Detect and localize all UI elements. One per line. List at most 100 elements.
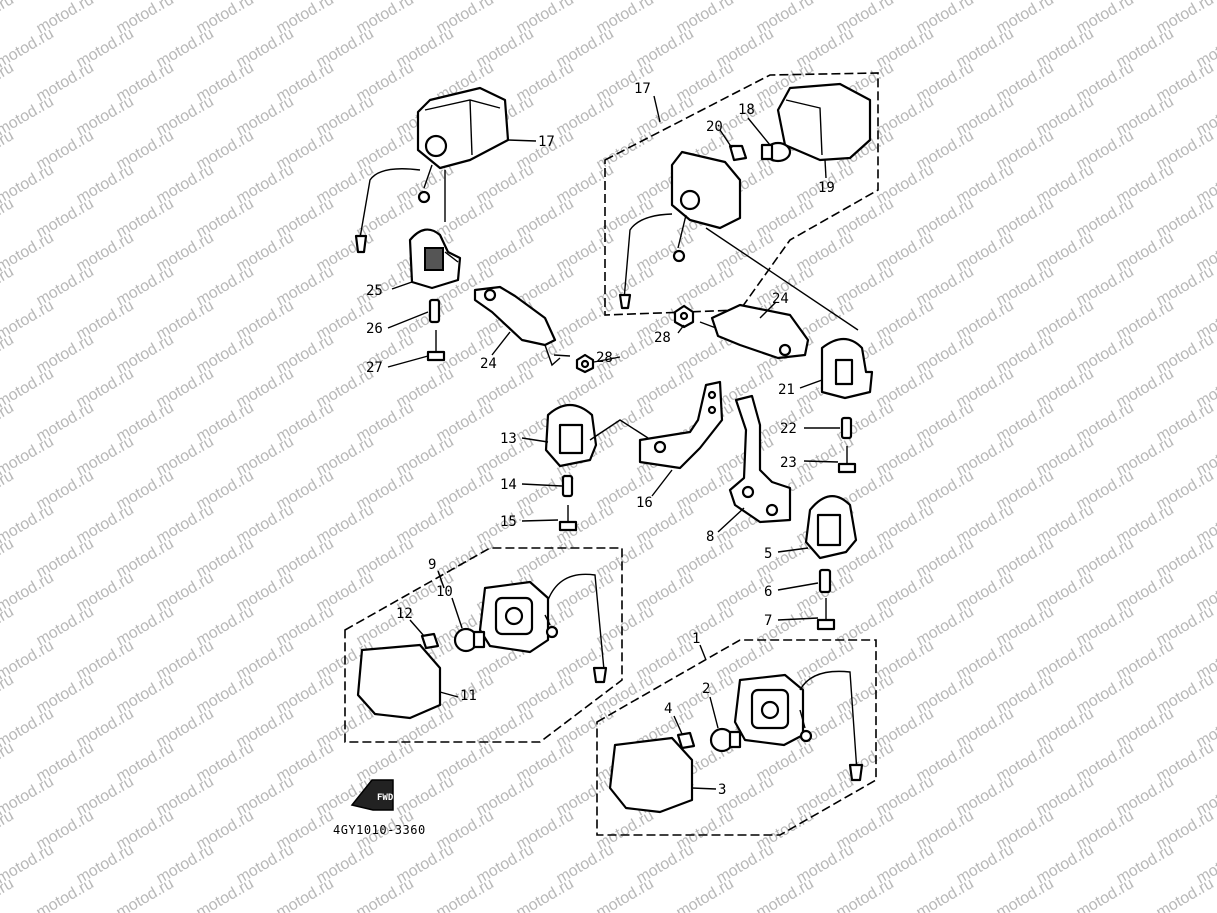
- callout-19: 19: [818, 180, 835, 196]
- collar-part-6: [818, 568, 832, 594]
- watermark-text: motod.ru: [114, 875, 177, 913]
- callout-23: 23: [780, 455, 797, 471]
- watermark-text: motod.ru: [994, 875, 1057, 913]
- diagram-code: 4GY1010-3360: [333, 823, 426, 837]
- watermark-text: motod.ru: [274, 875, 337, 913]
- bracket-part-16: [638, 380, 724, 470]
- callout-8: 8: [706, 529, 714, 545]
- watermark-text: motod.ru: [0, 59, 17, 105]
- callout-3: 3: [718, 782, 726, 798]
- callout-15: 15: [500, 514, 517, 530]
- watermark-text: motod.ru: [0, 875, 17, 913]
- watermark-text: motod.ru: [0, 603, 17, 649]
- flasher-assembly-rear-right: [733, 670, 864, 782]
- lens-part-11: [356, 643, 442, 720]
- collar-part-22: [840, 416, 853, 440]
- flasher-assembly-front-left: [354, 86, 510, 254]
- callout-12: 12: [396, 606, 413, 622]
- watermark-text: motod.ru: [434, 875, 497, 913]
- collar-part-14: [561, 474, 574, 498]
- bolt-part-7: [816, 598, 836, 631]
- watermark-text: motod.ru: [674, 875, 737, 913]
- nut-part-28-left: [575, 353, 595, 374]
- callout-26: 26: [366, 321, 383, 337]
- callout-2: 2: [702, 681, 710, 697]
- watermark-text: motod.ru: [34, 875, 97, 913]
- callout-9: 9: [428, 557, 436, 573]
- bulb-part-10: [453, 627, 486, 653]
- watermark-text: motod.ru: [0, 671, 17, 717]
- bolt-part-27: [426, 330, 446, 362]
- callout-1: 1: [692, 631, 700, 647]
- clip-part-20: [728, 144, 748, 162]
- watermark-text: motod.ru: [594, 875, 657, 913]
- callout-6: 6: [764, 584, 772, 600]
- callout-20: 20: [706, 119, 723, 135]
- callout-24: 24: [480, 356, 497, 372]
- watermark-text: motod.ru: [0, 535, 17, 581]
- watermark-text: motod.ru: [0, 399, 17, 445]
- callout-28: 28: [654, 330, 671, 346]
- assembly-outline-17: [604, 72, 879, 316]
- watermark-text: motod.ru: [514, 875, 577, 913]
- watermark-text: motod.ru: [0, 263, 17, 309]
- watermark-text: motod.ru: [1154, 875, 1217, 913]
- callout-16: 16: [636, 495, 653, 511]
- watermark-text: motod.ru: [0, 0, 17, 37]
- callout-10: 10: [436, 584, 453, 600]
- watermark-text: motod.ru: [0, 195, 17, 241]
- holder-part-13: [544, 403, 649, 468]
- watermark-text: motod.ru: [834, 875, 897, 913]
- callout-22: 22: [780, 421, 797, 437]
- clip-part-12: [420, 632, 440, 650]
- watermark-text: motod.ru: [0, 807, 17, 853]
- callout-18: 18: [738, 102, 755, 118]
- holder-part-25: [408, 228, 462, 290]
- bulb-part-2: [709, 727, 742, 753]
- callout-17: 17: [634, 81, 651, 97]
- flasher-assembly-rear-left: [478, 573, 608, 684]
- callout-24: 24: [772, 291, 789, 307]
- bolt-part-23: [837, 446, 857, 474]
- collar-part-26: [428, 298, 441, 324]
- callout-27: 27: [366, 360, 383, 376]
- callout-25: 25: [366, 283, 383, 299]
- callout-21: 21: [778, 382, 795, 398]
- flasher-assembly-front-right: [618, 150, 742, 310]
- watermark-text: motod.ru: [0, 467, 17, 513]
- callout-4: 4: [664, 701, 672, 717]
- leader-lines: [387, 95, 840, 790]
- callout-7: 7: [764, 613, 772, 629]
- holder-part-21: [820, 337, 874, 400]
- holder-part-5: [804, 495, 858, 560]
- stay-part-24-right: [699, 303, 810, 360]
- stay-part-24-left: [473, 285, 571, 367]
- watermark-text: motod.ru: [0, 739, 17, 785]
- callout-28: 28: [596, 350, 613, 366]
- callout-11: 11: [460, 688, 477, 704]
- callout-labels: 17 17 18 20 19 25 26 27 24 28 28 24 21 2…: [366, 81, 835, 798]
- callout-14: 14: [500, 477, 517, 493]
- clip-part-4: [676, 731, 696, 750]
- watermark-text: motod.ru: [754, 875, 817, 913]
- lens-part-3: [608, 736, 694, 814]
- bulb-part-18: [760, 141, 792, 163]
- watermark-text: motod.ru: [194, 875, 257, 913]
- assembly-outline-1: [596, 639, 877, 836]
- callout-17: 17: [538, 134, 555, 150]
- watermark-text: motod.ru: [0, 331, 17, 377]
- lens-part-19: [776, 82, 872, 162]
- fwd-label: FWD: [377, 793, 394, 803]
- watermark-text: motod.ru: [354, 875, 417, 913]
- fwd-arrow-icon: FWD: [350, 779, 394, 811]
- bolt-part-15: [558, 505, 578, 532]
- callout-13: 13: [500, 431, 517, 447]
- nut-part-28-right: [673, 304, 695, 329]
- bracket-part-8: [728, 394, 792, 524]
- watermark-text: motod.ru: [1074, 875, 1137, 913]
- watermark-text: motod.ru: [914, 875, 977, 913]
- assembly-outline-9: [344, 547, 623, 743]
- callout-5: 5: [764, 546, 772, 562]
